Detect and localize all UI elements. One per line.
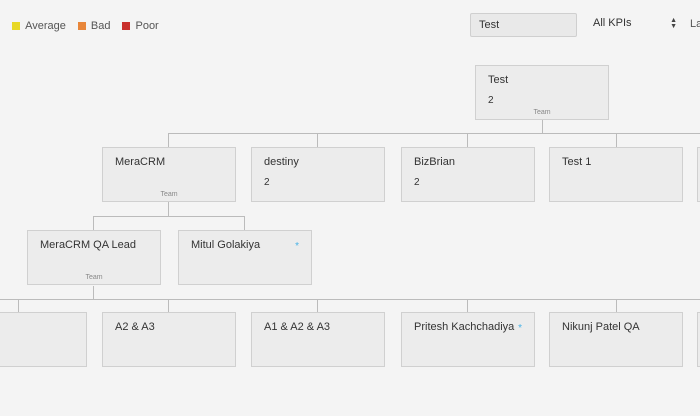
connector-qa-lead — [93, 216, 94, 230]
node-name: A2 & A3 — [115, 321, 155, 333]
connector-level1-bar — [168, 133, 700, 134]
node-team-label: Team — [85, 274, 103, 281]
connector-l3-0 — [18, 299, 19, 312]
legend-item-average: Average — [12, 20, 66, 32]
node-team-label: Team — [533, 109, 551, 116]
node-count: 2 — [414, 177, 420, 188]
kpi-filter-value: All KPIs — [593, 17, 632, 29]
node-name: MeraCRM QA Lead — [40, 239, 136, 251]
node-count: 2 — [488, 95, 494, 106]
node-card-a1-a2-a3[interactable]: A1 & A2 & A3 — [251, 312, 385, 367]
connector-level2-bar — [93, 216, 245, 217]
legend: d Average Bad Poor — [0, 20, 159, 32]
node-card-bizbrian[interactable]: BizBrian 2 — [401, 147, 535, 202]
star-icon: * — [518, 323, 522, 334]
node-name: Nikunj Patel QA — [562, 321, 640, 333]
sort-arrows-icon: ▲▼ — [670, 17, 677, 30]
legend-swatch-average — [12, 22, 21, 30]
connector-pritesh — [467, 299, 468, 312]
node-name: destiny — [264, 156, 299, 168]
node-name: BizBrian — [414, 156, 455, 168]
legend-item-poor: Poor — [122, 20, 159, 32]
star-icon: * — [295, 241, 299, 252]
node-name: A1 & A2 & A3 — [264, 321, 331, 333]
legend-item-bad: Bad — [77, 20, 111, 32]
node-card-meracrm[interactable]: MeraCRM Team — [102, 147, 236, 202]
node-name: MeraCRM — [115, 156, 166, 168]
node-name: Test 1 — [562, 156, 592, 168]
connector-bizbrian — [467, 133, 468, 147]
legend-swatch-poor — [122, 22, 131, 30]
legend-label-bad: Bad — [90, 20, 111, 32]
connector-a2a3 — [168, 299, 169, 312]
node-card-test[interactable]: Test 2 Team — [475, 65, 609, 120]
node-card-clipped-l1[interactable] — [697, 147, 700, 202]
connector-a1a2a3 — [317, 299, 318, 312]
node-card-meracrm-qa-lead[interactable]: MeraCRM QA Lead Team — [27, 230, 161, 285]
connector-mitul — [244, 216, 245, 230]
legend-swatch-bad — [77, 22, 86, 30]
connector-level3-bar — [0, 299, 700, 300]
kpi-filter-select[interactable]: All KPIs ▲▼ — [593, 17, 677, 33]
node-card-pritesh-kachchadiya[interactable]: Pritesh Kachchadiya * — [401, 312, 535, 367]
connector-meracrm-down — [168, 202, 169, 216]
legend-label-average: Average — [25, 20, 66, 32]
node-count: 2 — [264, 177, 270, 188]
connector-destiny — [317, 133, 318, 147]
node-name: Pritesh Kachchadiya — [414, 321, 515, 333]
connector-meracrm — [168, 133, 169, 147]
node-card-destiny[interactable]: destiny 2 — [251, 147, 385, 202]
node-card-clipped-l3-right[interactable] — [697, 312, 700, 367]
node-card-a2-a3[interactable]: A2 & A3 — [102, 312, 236, 367]
search-input[interactable] — [470, 13, 577, 37]
connector-qa-lead-down — [93, 286, 94, 299]
node-team-label: Team — [160, 191, 178, 198]
connector-test1 — [616, 133, 617, 147]
connector-root-down — [542, 120, 543, 133]
node-card-test1[interactable]: Test 1 — [549, 147, 683, 202]
connector-nikunj — [616, 299, 617, 312]
node-name: Test — [488, 74, 509, 86]
node-card-nikunj-patel-qa[interactable]: Nikunj Patel QA — [549, 312, 683, 367]
node-card-clipped-l3[interactable] — [0, 312, 87, 367]
clipped-header-label: La — [690, 18, 700, 30]
legend-label-poor: Poor — [135, 20, 159, 32]
node-card-mitul-golakiya[interactable]: Mitul Golakiya * — [178, 230, 312, 285]
node-name: Mitul Golakiya — [191, 239, 261, 251]
